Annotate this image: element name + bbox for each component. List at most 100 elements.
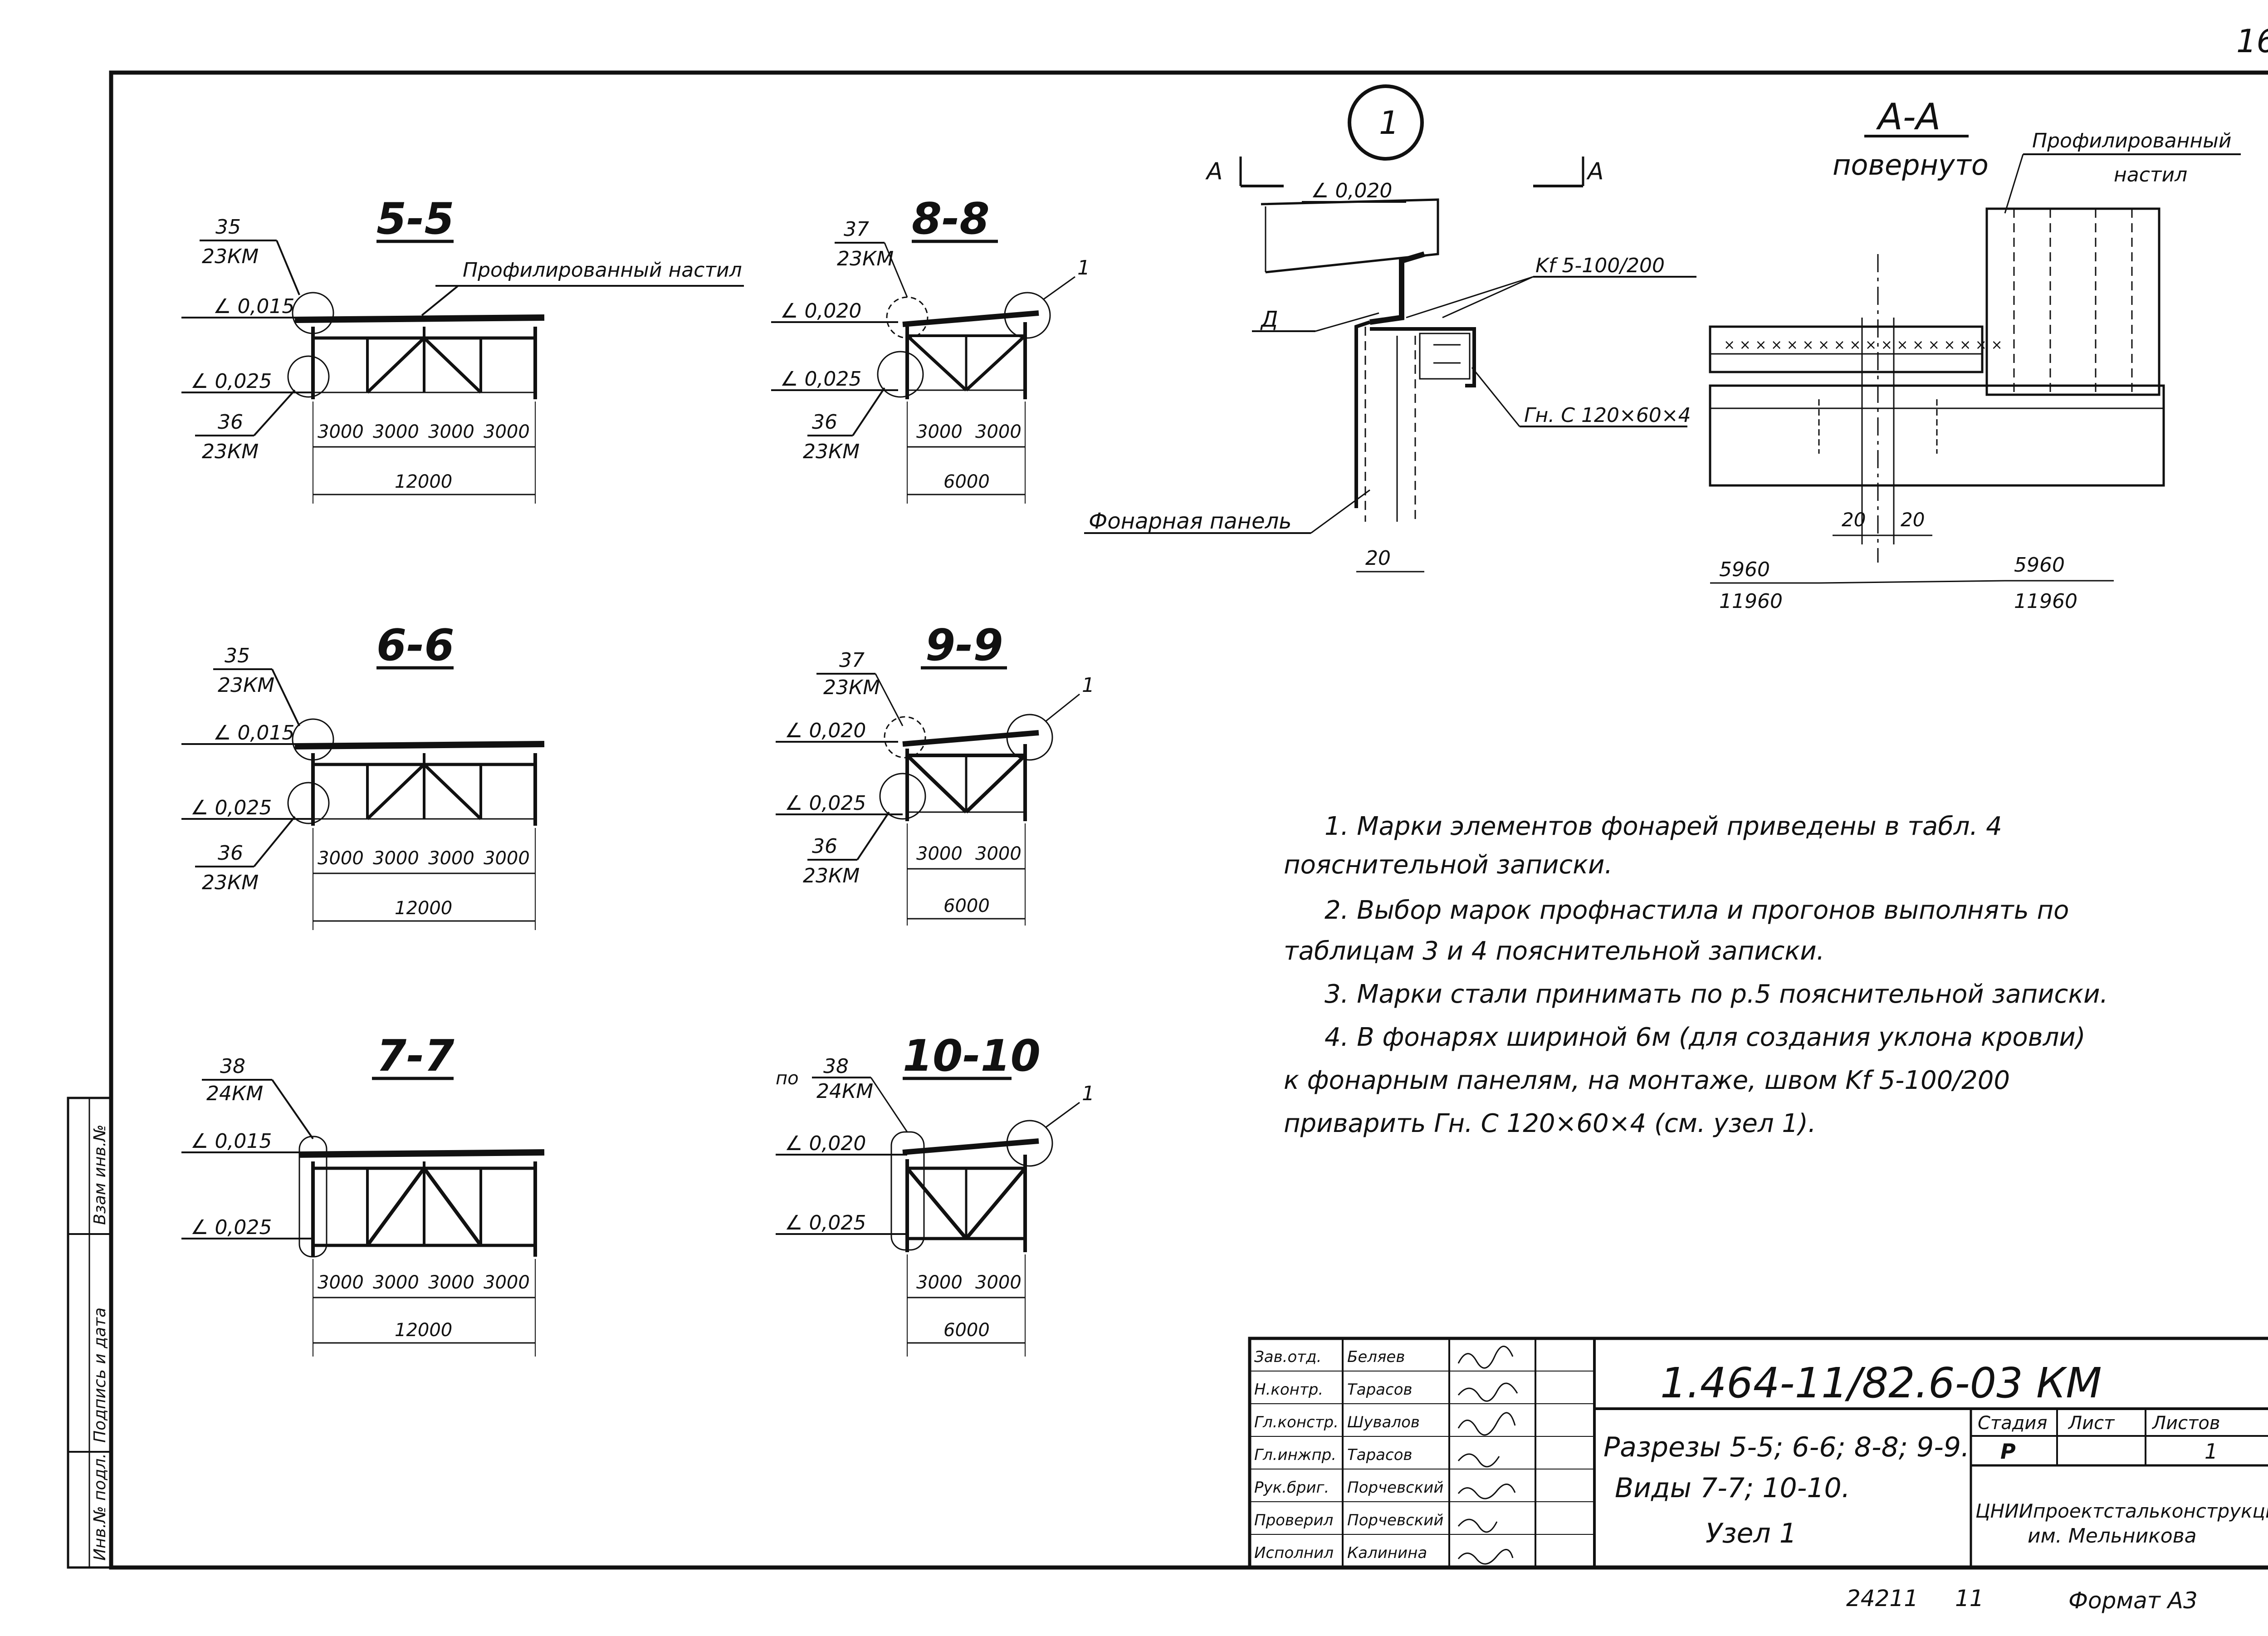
section-title: 8-8 bbox=[912, 194, 990, 244]
km-top: 23КМ bbox=[218, 674, 274, 697]
note-line: приварить Гн. C 120×60×4 (см. узел 1). bbox=[1284, 1109, 1816, 1138]
span-dim: 3000 bbox=[428, 1272, 474, 1293]
signer-role: Проверил bbox=[1254, 1511, 1333, 1529]
total-dim: 6000 bbox=[943, 471, 990, 492]
total-dim: 6000 bbox=[943, 1320, 990, 1341]
stamp-replace-inv: Взам инв.№ bbox=[91, 1124, 109, 1225]
dim-11960-left: 11960 bbox=[1719, 590, 1783, 613]
title-line: Разрезы 5-5; 6-6; 8-8; 9-9. bbox=[1603, 1431, 1970, 1463]
slope-bottom: ∠ 0,025 bbox=[785, 1211, 866, 1234]
span-dim: 3000 bbox=[373, 1272, 419, 1293]
span-dim: 3000 bbox=[916, 421, 963, 442]
note-line: 3. Марки стали принимать по р.5 поясните… bbox=[1325, 980, 2108, 1009]
mark-top: 38 bbox=[220, 1055, 245, 1078]
span-dim: 3000 bbox=[975, 843, 1022, 864]
deck-label-line2: настил bbox=[2114, 163, 2187, 186]
signer-name: Порчевский bbox=[1347, 1479, 1443, 1497]
signer-role: Гл.инжпр. bbox=[1254, 1446, 1336, 1464]
view-7-7: 7-7 38 24КМ ∠ 0,015 ∠ 0,025 3000 bbox=[181, 1031, 545, 1357]
drawing-code: 1.464-11/82.6-03 КМ bbox=[1660, 1359, 2102, 1407]
truss-drawing bbox=[902, 730, 1039, 821]
dim-20-left: 20 bbox=[1842, 509, 1866, 531]
node-ref: 1 bbox=[1082, 674, 1095, 697]
slope-bottom: ∠ 0,025 bbox=[780, 367, 861, 391]
dim-20-right: 20 bbox=[1901, 509, 1925, 531]
node-ref: 1 bbox=[1077, 256, 1090, 279]
dimension-line: 3000 3000 3000 3000 12000 bbox=[313, 828, 536, 930]
slope-bottom: ∠ 0,025 bbox=[191, 796, 272, 819]
total-dim: 12000 bbox=[395, 898, 452, 919]
page-number: 16 bbox=[2236, 23, 2268, 60]
section-9-9: 9-9 37 23КМ ∠ 0,020 ∠ 0,025 1 36 23КМ bbox=[776, 621, 1095, 926]
stamp-signature-date: Подпись и дата bbox=[91, 1308, 109, 1443]
title-line: Виды 7-7; 10-10. bbox=[1615, 1472, 1850, 1504]
dimension-line: 3000 3000 6000 bbox=[907, 1254, 1026, 1357]
truss-drawing bbox=[294, 741, 545, 826]
km-top: 23КМ bbox=[837, 247, 894, 270]
sheet-header: Лист bbox=[2068, 1413, 2115, 1434]
span-dim: 3000 bbox=[318, 848, 364, 869]
section-title: 5-5 bbox=[376, 194, 455, 244]
cut-mark-left: А bbox=[1205, 158, 1223, 185]
km-top: 23КМ bbox=[202, 245, 259, 268]
inv-number: 24211 bbox=[1846, 1585, 1918, 1612]
note-line: 4. В фонарях шириной 6м (для создания ук… bbox=[1325, 1023, 2086, 1052]
total-dim: 6000 bbox=[943, 896, 990, 916]
aa-title: А-А bbox=[1876, 96, 1941, 138]
section-a-a: А-А повернуто Профилированный настил × ×… bbox=[1709, 96, 2241, 613]
note-line: таблицам 3 и 4 пояснительной записки. bbox=[1284, 936, 1824, 966]
section-title: 9-9 bbox=[925, 621, 1003, 671]
weld-label: Kf 5-100/200 bbox=[1535, 254, 1665, 277]
signer-name: Порчевский bbox=[1347, 1511, 1443, 1529]
signer-name: Тарасов bbox=[1347, 1446, 1413, 1464]
dim-5960-right: 5960 bbox=[2014, 553, 2065, 577]
d-mark: Д bbox=[1260, 307, 1278, 332]
signer-role: Гл.констр. bbox=[1254, 1413, 1339, 1431]
signature-marks bbox=[1457, 1346, 1518, 1565]
mark-top: 35 bbox=[225, 644, 250, 667]
km-bottom: 23КМ bbox=[803, 864, 860, 887]
title-block: Зав.отд. Беляев Н.контр. Тарасов Гл.конс… bbox=[1248, 1337, 2268, 1569]
dimension-line: 3000 3000 6000 bbox=[907, 402, 1026, 504]
slope-top: ∠ 0,015 bbox=[191, 1130, 272, 1153]
span-dim: 3000 bbox=[975, 1272, 1022, 1293]
truss-drawing bbox=[299, 1149, 545, 1257]
mark-top: 37 bbox=[844, 218, 869, 241]
stage-header: Стадия bbox=[1978, 1413, 2047, 1434]
section-title: 7-7 bbox=[376, 1031, 455, 1081]
signer-role: Рук.бриг. bbox=[1254, 1479, 1329, 1497]
km-bottom: 23КМ bbox=[803, 440, 860, 463]
km-top: 24КМ bbox=[206, 1082, 263, 1105]
dim-11960-right: 11960 bbox=[2014, 590, 2077, 613]
signer-role: Исполнил bbox=[1254, 1544, 1334, 1562]
km-bottom: 23КМ bbox=[202, 440, 259, 463]
callout-circle-bottom bbox=[287, 355, 330, 398]
span-dim: 3000 bbox=[428, 421, 474, 442]
signer-name: Тарасов bbox=[1347, 1381, 1413, 1399]
note-line: к фонарным панелям, на монтаже, швом Kf … bbox=[1284, 1066, 2010, 1095]
mark-bottom: 36 bbox=[218, 842, 243, 865]
slope-top: ∠ 0,020 bbox=[785, 719, 866, 742]
slope-label: ∠ 0,020 bbox=[1311, 179, 1392, 202]
format-label: Формат А3 bbox=[2068, 1587, 2198, 1614]
title-line: Узел 1 bbox=[1706, 1518, 1797, 1549]
mark-top: 35 bbox=[215, 216, 241, 239]
mark-bottom: 36 bbox=[812, 835, 837, 858]
span-dim: 3000 bbox=[975, 421, 1022, 442]
note-line: 2. Выбор марок профнастила и прогонов вы… bbox=[1325, 896, 2069, 925]
km-top: 24КМ bbox=[816, 1080, 873, 1103]
mark-bottom: 36 bbox=[218, 411, 243, 434]
truss-drawing bbox=[294, 314, 545, 399]
panel-label: Фонарная панель bbox=[1089, 509, 1292, 534]
org-subname: им. Мельникова bbox=[2028, 1524, 2197, 1548]
truss-drawing bbox=[902, 310, 1039, 399]
side-stamp: Взам инв.№ Подпись и дата Инв.№ подл. bbox=[67, 1097, 112, 1569]
slope-bottom: ∠ 0,025 bbox=[191, 1216, 272, 1239]
channel-label: Гн. C 120×60×4 bbox=[1524, 404, 1691, 427]
view-10-10: 10-10 по 38 24КМ ∠ 0,020 ∠ 0,025 1 bbox=[776, 1031, 1095, 1357]
section-6-6: 6-6 35 23КМ ∠ 0,015 ∠ 0,025 36 23КМ bbox=[181, 621, 545, 930]
sheet-frame bbox=[109, 70, 2268, 1570]
span-dim: 3000 bbox=[428, 848, 474, 869]
span-dim: 3000 bbox=[916, 1272, 963, 1293]
mark-top: 37 bbox=[839, 649, 865, 672]
